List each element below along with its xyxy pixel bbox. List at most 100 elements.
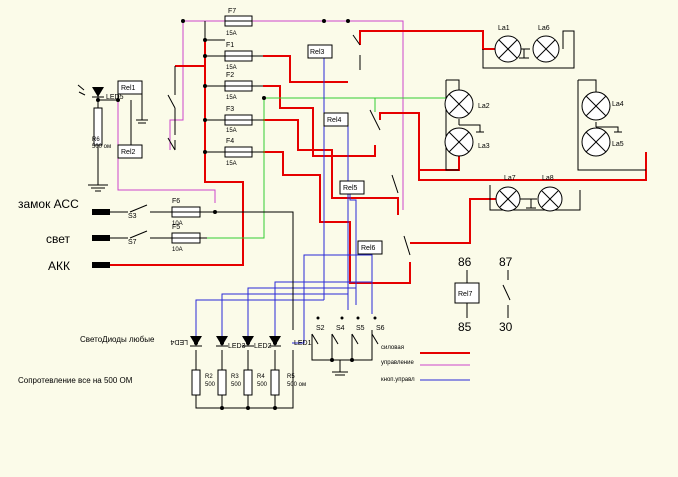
led5-indicator: LED5: [77, 84, 124, 101]
svg-text:R3: R3: [231, 374, 239, 380]
svg-text:F3: F3: [226, 106, 234, 113]
legend-item-control: управление: [381, 360, 470, 366]
svg-text:La3: La3: [478, 143, 490, 150]
switch-s2: S2: [311, 316, 325, 345]
lamp-la8: La8: [537, 175, 563, 212]
black-wires: [88, 21, 646, 409]
switch-s5: S5: [351, 316, 365, 345]
fuse-f5: F5 10A: [171, 224, 201, 253]
relay-rel3: Rel3: [307, 44, 333, 59]
junction-dots: [96, 19, 354, 410]
fuse-f1: F1 15A: [224, 42, 253, 71]
svg-text:Rel4: Rel4: [327, 117, 342, 124]
legend-item-button-control: кноп.управл: [381, 377, 470, 383]
resistor-r3: R3 500: [217, 369, 242, 396]
lamp-la1: La1: [494, 25, 522, 63]
svg-text:R6: R6: [92, 137, 100, 143]
svg-text:Rel7: Rel7: [458, 291, 473, 298]
svg-text:15A: 15A: [226, 161, 237, 167]
resistor-r4: R4 500: [243, 369, 268, 396]
svg-text:La1: La1: [498, 25, 510, 32]
svg-text:силовая: силовая: [381, 345, 404, 351]
lamp-la5: La5: [581, 127, 624, 157]
relay-rel1: Rel1: [117, 80, 143, 95]
fuse-f7: F7 15A: [224, 8, 253, 37]
svg-text:кноп.управл: кноп.управл: [381, 377, 415, 383]
svg-text:15A: 15A: [226, 95, 237, 101]
svg-text:R2: R2: [205, 374, 213, 380]
svg-text:10A: 10A: [172, 247, 183, 253]
svg-text:F2: F2: [226, 72, 234, 79]
svg-text:R5: R5: [287, 374, 295, 380]
svg-text:F1: F1: [226, 42, 234, 49]
svg-text:S2: S2: [316, 325, 325, 332]
switch-s7-label: S7: [128, 239, 137, 246]
input-ignition: замок АСС: [18, 197, 110, 215]
input-battery: АКК: [48, 259, 110, 273]
svg-text:La6: La6: [538, 25, 550, 32]
resistor-r6: R6 500 ом: [92, 107, 111, 150]
svg-text:10A: 10A: [172, 221, 183, 227]
svg-text:La2: La2: [478, 103, 490, 110]
relay-rel7: Rel7: [454, 282, 480, 304]
svg-text:LED2: LED2: [254, 343, 272, 350]
green-wires: [207, 97, 446, 239]
svg-text:S5: S5: [356, 325, 365, 332]
svg-text:Rel3: Rel3: [310, 49, 325, 56]
fuse-f3: F3 15A: [224, 106, 253, 134]
svg-text:LED4: LED4: [170, 338, 188, 345]
fuse-f6: F6 10A: [171, 198, 201, 227]
fuse-f4: F4 15A: [224, 138, 253, 167]
relay-pin-87: 87: [499, 255, 513, 269]
switch-s4: S4: [331, 316, 345, 345]
svg-text:АКК: АКК: [48, 259, 70, 273]
svg-text:управление: управление: [381, 360, 414, 366]
svg-text:La7: La7: [504, 175, 516, 182]
lamp-la4: La4: [581, 91, 624, 121]
svg-text:LED5: LED5: [106, 94, 124, 101]
svg-text:500: 500: [231, 382, 242, 388]
svg-text:LED3: LED3: [228, 343, 246, 350]
relay-pin-30: 30: [499, 320, 513, 334]
lamp-la2: La2: [444, 89, 490, 119]
svg-text:La8: La8: [542, 175, 554, 182]
svg-text:свет: свет: [46, 232, 71, 246]
svg-text:замок АСС: замок АСС: [18, 197, 79, 211]
relay-rel5: Rel5: [339, 180, 365, 195]
relay-rel6: Rel6: [357, 240, 383, 255]
note-leds: СветоДиоды любые: [80, 335, 155, 344]
svg-text:S4: S4: [336, 325, 345, 332]
svg-text:La5: La5: [612, 141, 624, 148]
svg-text:500 ом: 500 ом: [92, 144, 111, 150]
lamp-la3: La3: [444, 127, 490, 157]
svg-text:15A: 15A: [226, 65, 237, 71]
switch-s6: S6: [371, 316, 385, 345]
relay-pin-86: 86: [458, 255, 472, 269]
button-wires: [195, 57, 373, 344]
input-light: свет: [46, 232, 110, 246]
lamp-la6: La6: [532, 25, 560, 63]
resistor-r2: R2 500: [191, 369, 216, 396]
relay-rel4: Rel4: [323, 112, 349, 127]
lamp-la7: La7: [495, 175, 521, 212]
svg-text:Rel1: Rel1: [121, 85, 136, 92]
fuse-f2: F2 15A: [224, 72, 253, 101]
relay-rel1-contact: [167, 94, 176, 109]
svg-text:Rel5: Rel5: [343, 185, 358, 192]
resistor-r5: R5 500 ом: [270, 369, 306, 396]
svg-text:La4: La4: [612, 101, 624, 108]
legend-item-power: силовая: [381, 345, 470, 354]
svg-text:LED1: LED1: [294, 340, 312, 347]
svg-text:Rel6: Rel6: [361, 245, 376, 252]
svg-text:500 ом: 500 ом: [287, 382, 306, 388]
relay-pin-85: 85: [458, 320, 472, 334]
note-resistance: Сопротевление все на 500 ОМ: [18, 376, 133, 385]
svg-text:F4: F4: [226, 138, 234, 145]
svg-text:500: 500: [205, 382, 216, 388]
svg-text:Rel2: Rel2: [121, 149, 136, 156]
svg-text:15A: 15A: [226, 31, 237, 37]
svg-text:F7: F7: [228, 8, 236, 15]
svg-text:S6: S6: [376, 325, 385, 332]
